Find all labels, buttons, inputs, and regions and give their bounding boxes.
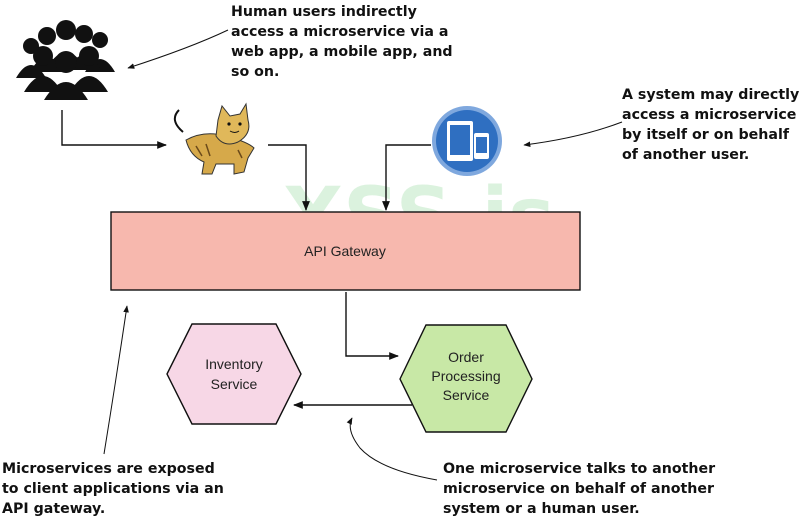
svg-text:by itself or on behalf: by itself or on behalf <box>622 127 790 143</box>
order-service-hexagon[interactable] <box>399 324 533 433</box>
order-service-label-3: Service <box>443 387 490 403</box>
svg-text:web app, a mobile app, and: web app, a mobile app, and <box>231 44 453 60</box>
group-of-users-icon <box>16 20 115 100</box>
svg-text:API gateway.: API gateway. <box>2 501 105 517</box>
talks-note: One microservice talks to another micros… <box>443 461 715 517</box>
svg-text:Human users indirectly: Human users indirectly <box>231 4 417 20</box>
svg-text:so on.: so on. <box>231 64 279 80</box>
mobile-devices-icon <box>432 106 502 176</box>
inventory-service-label-2: Service <box>211 376 258 392</box>
inventory-service-hexagon[interactable] <box>166 323 302 425</box>
order-service-label-1: Order <box>448 349 484 365</box>
api-gateway-label: API Gateway <box>304 243 386 259</box>
system-note: A system may directly access a microserv… <box>622 87 799 163</box>
exposed-note-pointer <box>103 305 129 455</box>
system-note-pointer <box>523 121 623 147</box>
inventory-service-label-1: Inventory <box>205 356 263 372</box>
svg-text:A system may directly: A system may directly <box>622 87 799 103</box>
order-service-label-2: Processing <box>431 368 500 384</box>
svg-text:system or a human user.: system or a human user. <box>443 501 640 517</box>
svg-text:One microservice talks to anot: One microservice talks to another <box>443 461 715 477</box>
mobile-to-gateway-arrow <box>382 144 431 211</box>
svg-text:microservice on behalf of anot: microservice on behalf of another <box>443 481 714 497</box>
svg-text:access a microservice via a: access a microservice via a <box>231 24 449 40</box>
users-note-pointer <box>127 29 229 69</box>
human-users-note: Human users indirectly access a microser… <box>231 4 453 80</box>
svg-text:of another user.: of another user. <box>622 147 749 163</box>
gateway-to-order-arrow <box>345 292 399 360</box>
talks-note-pointer <box>346 417 438 481</box>
svg-text:to client applications via an: to client applications via an <box>2 481 224 497</box>
exposed-note: Microservices are exposed to client appl… <box>2 461 224 517</box>
svg-text:Microservices are exposed: Microservices are exposed <box>2 461 215 477</box>
webapp-to-gateway-arrow <box>268 144 310 211</box>
svg-text:access a microservice: access a microservice <box>622 107 796 123</box>
api-gateway-box[interactable] <box>110 211 581 291</box>
users-to-webapp-arrow <box>61 110 167 149</box>
tomcat-cat-icon <box>173 102 255 175</box>
